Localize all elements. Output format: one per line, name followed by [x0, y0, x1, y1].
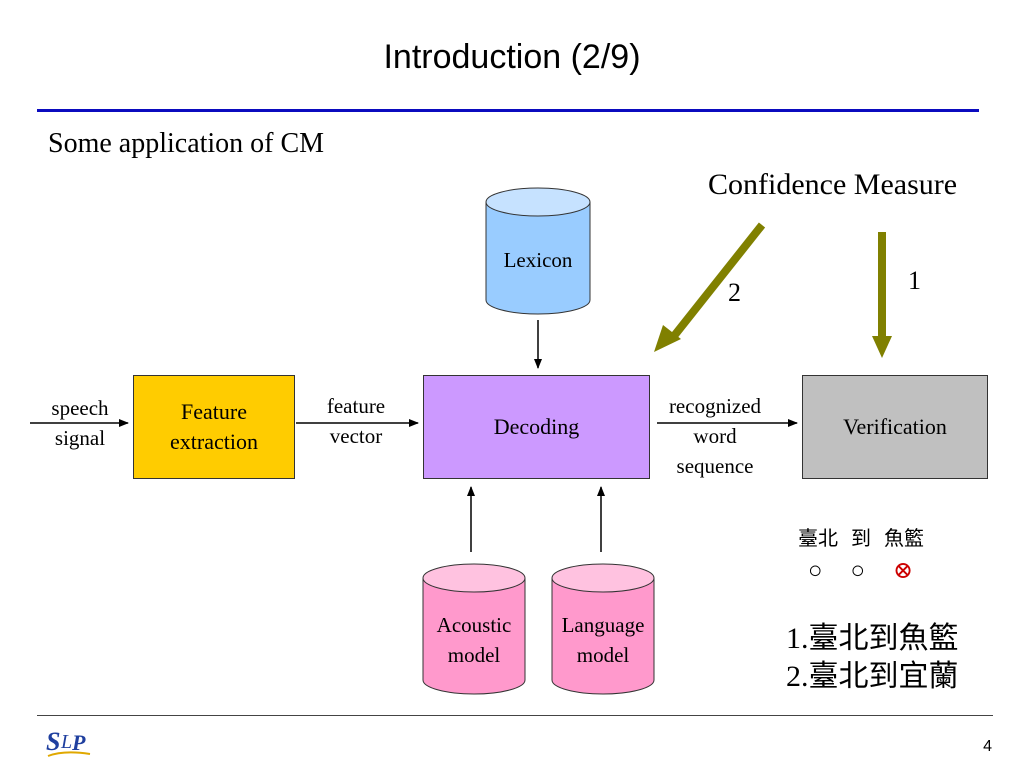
- confidence-measure-label: Confidence Measure: [708, 168, 958, 201]
- language-model-cylinder: [551, 563, 655, 695]
- cm-arrow-1-label: 1: [908, 266, 921, 295]
- footer-divider: [37, 715, 993, 716]
- result-item-1: 1.臺北到魚籃: [786, 622, 959, 655]
- slide-subtitle: Some application of CM: [48, 128, 325, 159]
- title-divider: [37, 109, 979, 112]
- feature-vector-label: feature vector: [326, 394, 386, 448]
- accept-mark-2: ○: [850, 558, 866, 584]
- example-word-3: 魚籃: [884, 528, 924, 550]
- decoding-label: Decoding: [493, 414, 580, 439]
- svg-text:S: S: [46, 727, 60, 756]
- verification-label: Verification: [843, 414, 947, 439]
- feature-extraction-line2: extraction: [170, 429, 258, 454]
- feature-extraction-line1: Feature: [181, 399, 247, 424]
- acoustic-model-cylinder: [422, 563, 526, 695]
- lexicon-label: Lexicon: [503, 248, 573, 272]
- cm-arrow-2: [654, 222, 766, 352]
- cm-arrow-2-label: 2: [728, 278, 741, 307]
- n-best-results: 1.臺北到魚籃 2.臺北到宜蘭: [786, 620, 959, 696]
- svg-text:P: P: [71, 730, 86, 755]
- speech-signal-label: speech signal: [51, 396, 109, 450]
- acoustic-model-label: Acoustic model: [436, 613, 512, 667]
- cm-arrow-1: [872, 232, 892, 358]
- example-marks: ○ ○ ⊗: [808, 556, 913, 585]
- feature-extraction-box: Feature extraction: [133, 375, 295, 479]
- decoding-box: Decoding: [423, 375, 650, 479]
- lexicon-cylinder: [485, 187, 591, 315]
- verification-box: Verification: [802, 375, 988, 479]
- language-model-label: Language model: [561, 613, 645, 667]
- example-word-2: 到: [851, 528, 871, 550]
- example-words: 臺北 到 魚籃: [798, 522, 924, 551]
- accept-mark-1: ○: [808, 558, 823, 584]
- result-item-2: 2.臺北到宜蘭: [786, 660, 959, 693]
- recognized-word-sequence-label: recognized word sequence: [668, 394, 762, 478]
- page-number: 4: [983, 738, 992, 755]
- slide-title: Introduction (2/9): [383, 38, 641, 76]
- slp-logo: S L P: [46, 727, 91, 757]
- reject-mark: ⊗: [893, 558, 914, 584]
- svg-text:L: L: [60, 731, 72, 753]
- example-word-1: 臺北: [798, 528, 838, 550]
